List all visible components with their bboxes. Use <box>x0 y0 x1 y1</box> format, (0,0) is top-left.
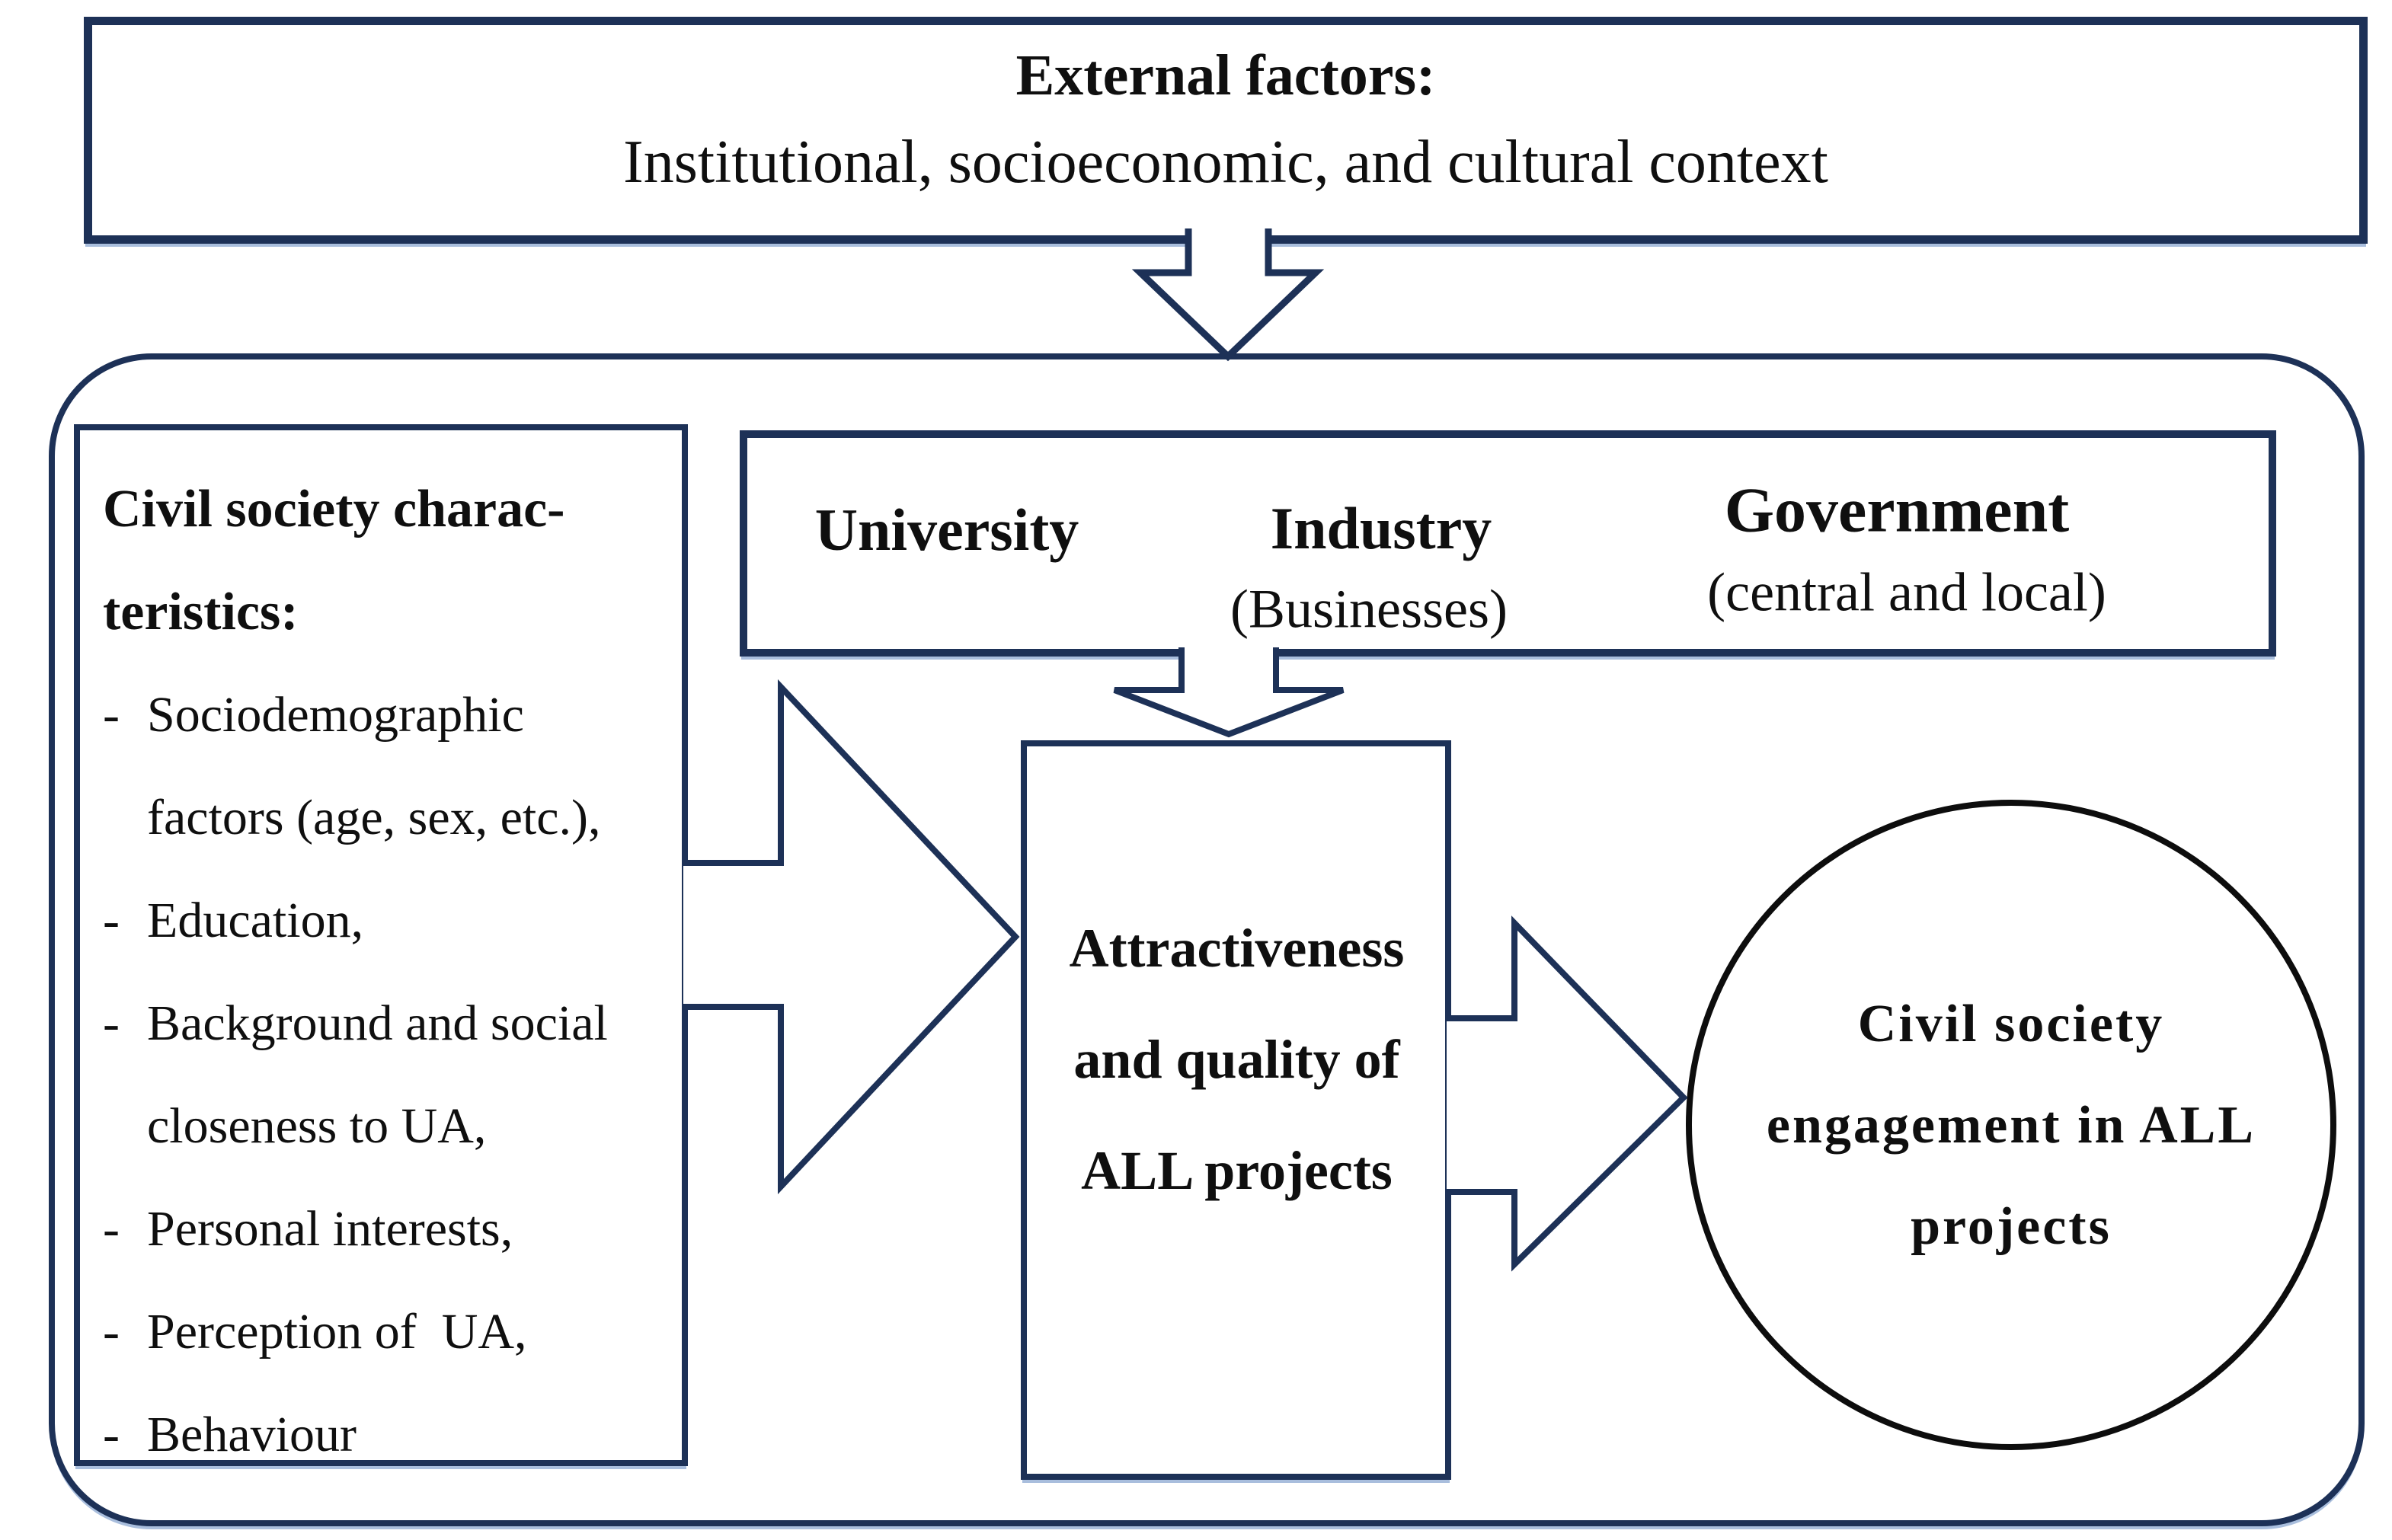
down-block-arrow-external-to-frame <box>1131 228 1325 362</box>
item-bullet: - <box>103 995 120 1051</box>
item-bullet: - <box>103 893 120 948</box>
item-bullet <box>103 1075 147 1177</box>
civil-box-title-line-1: Civil society charac- <box>103 480 565 538</box>
attractiveness-line-3: ALL projects <box>1081 1140 1393 1201</box>
engagement-circle-text: Civil society engagement in ALL projects <box>1767 973 2256 1277</box>
engagement-line-3: projects <box>1911 1197 2112 1256</box>
civil-box-title-line-2: teristics: <box>103 583 299 641</box>
item-bullet: - <box>103 1407 120 1462</box>
industry-label: Industry <box>1270 495 1492 561</box>
civil-box-item-line: - Personal interests, <box>103 1177 671 1280</box>
engagement-line-1: Civil society <box>1857 994 2165 1053</box>
civil-box-item-line: - Background and social <box>103 972 671 1075</box>
item-text: Behaviour <box>147 1407 357 1462</box>
item-text: Personal interests, <box>147 1201 513 1257</box>
civil-society-engagement-circle: Civil society engagement in ALL projects <box>1686 800 2336 1450</box>
item-text: factors (age, sex, etc.), <box>147 790 601 845</box>
item-text: closeness to UA, <box>147 1098 487 1154</box>
item-bullet: - <box>103 1201 120 1257</box>
attractiveness-quality-box <box>1021 740 1451 1480</box>
industry-qualifier-label: (Businesses) <box>1230 578 1508 640</box>
external-factors-subtitle: Institutional, socioeconomic, and cultur… <box>623 129 1828 196</box>
government-label: Government <box>1724 474 2070 546</box>
civil-box-item-line: - Education, <box>103 869 671 972</box>
item-text: Sociodemographic <box>147 687 524 743</box>
government-qualifier-label: (central and local) <box>1707 561 2106 623</box>
civil-box-item-line: - Behaviour <box>103 1383 671 1486</box>
item-text: Background and social <box>147 995 608 1051</box>
item-text: Education, <box>147 893 364 948</box>
item-bullet: - <box>103 1304 120 1359</box>
university-industry-government-box <box>740 430 2276 657</box>
external-factors-box: External factors: Institutional, socioec… <box>84 17 2368 244</box>
item-bullet <box>103 766 147 869</box>
university-label: University <box>814 497 1079 563</box>
engagement-line-2: engagement in ALL <box>1766 1095 2256 1155</box>
civil-box-item-line: closeness to UA, <box>103 1075 671 1177</box>
civil-box-item-line: - Sociodemographic <box>103 663 671 766</box>
civil-box-item-line: factors (age, sex, etc.), <box>103 766 671 869</box>
item-text: Perception of UA, <box>147 1304 527 1359</box>
civil-box-item-line: - Perception of UA, <box>103 1280 671 1383</box>
civil-society-characteristics-box: Civil society charac- teristics: - Socio… <box>74 424 688 1466</box>
external-factors-title: External factors: <box>1015 43 1436 107</box>
attractiveness-line-1: Attractiveness <box>1069 918 1405 979</box>
attractiveness-line-2: and quality of <box>1073 1029 1400 1090</box>
attractiveness-box-text: Attractiveness and quality of ALL projec… <box>1030 893 1444 1226</box>
item-bullet: - <box>103 687 120 743</box>
